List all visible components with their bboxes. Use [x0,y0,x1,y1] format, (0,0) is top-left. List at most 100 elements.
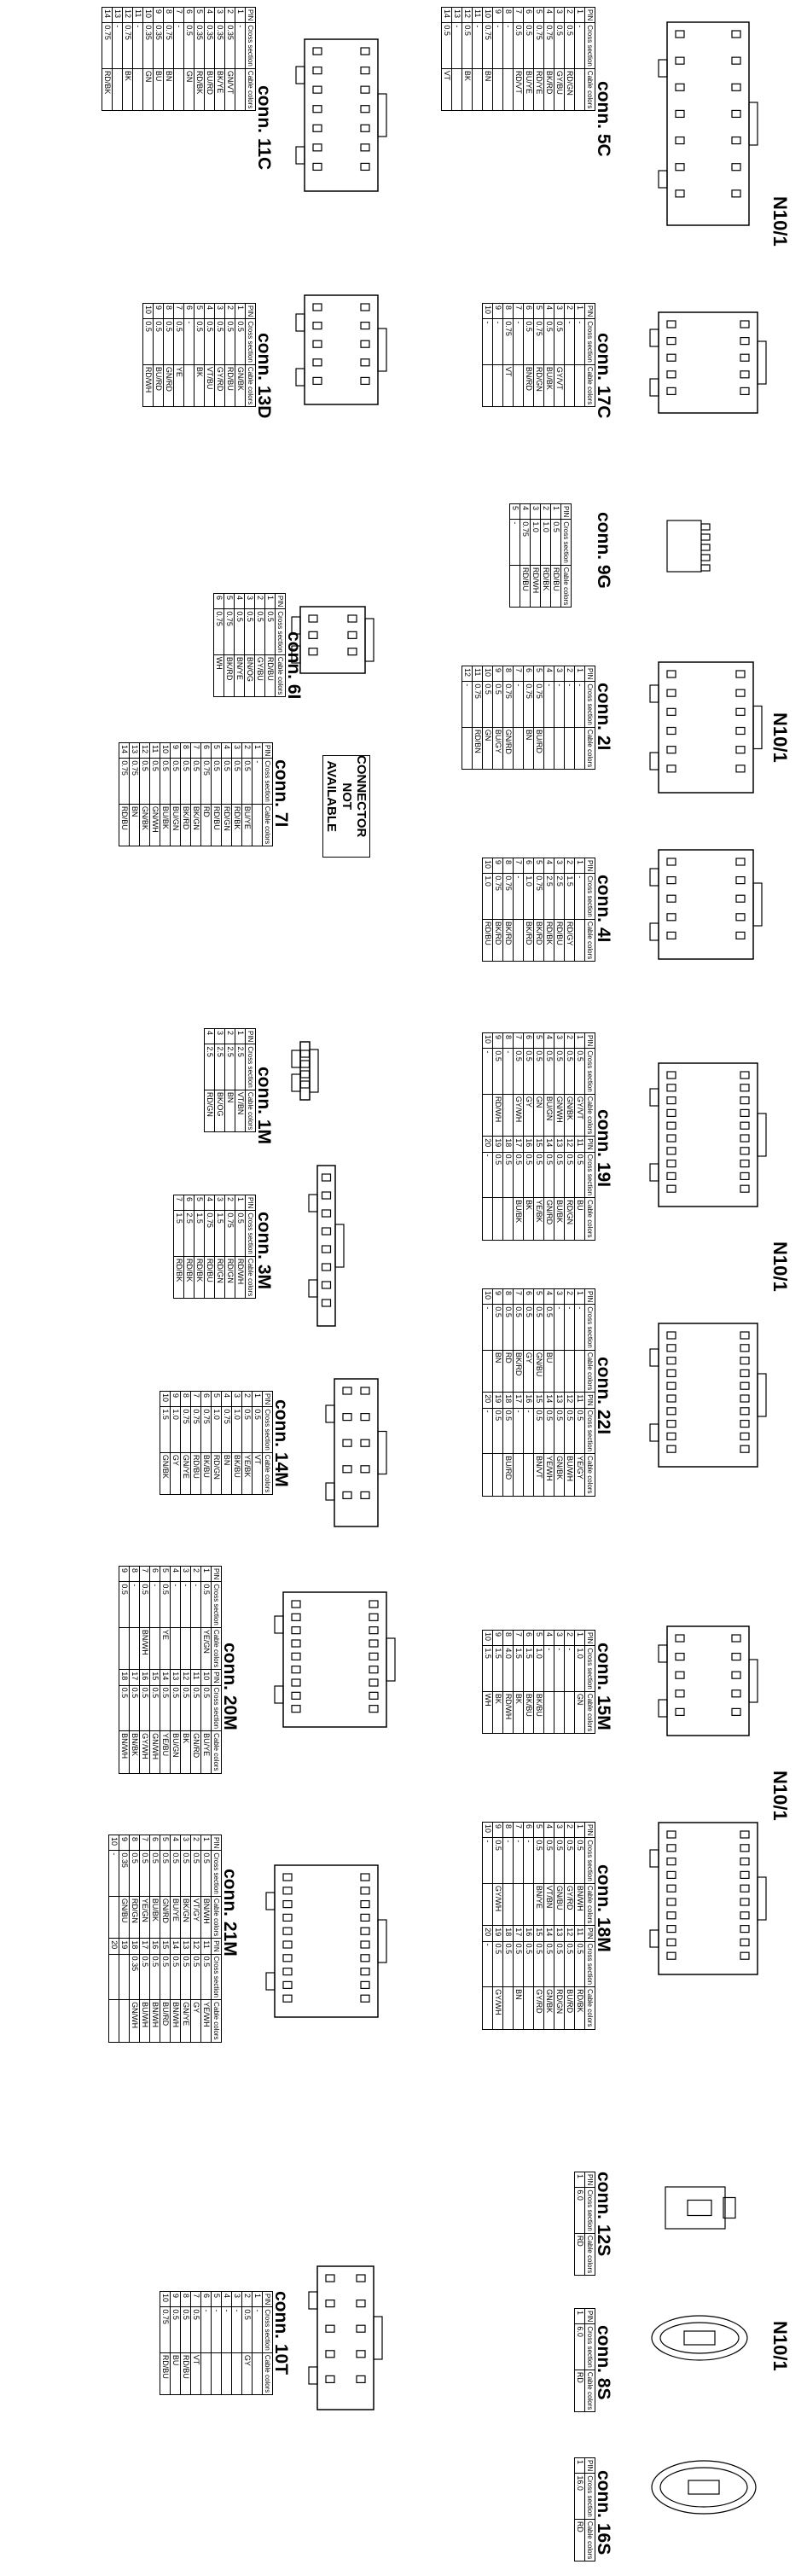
pin-table-cell: 8 [502,7,514,23]
pin-table-cell: 0.75 [200,758,212,805]
pin-table-cell: VT [190,2352,201,2395]
pin-table-cell: 0.75 [533,318,544,365]
table-row: 2- [564,666,575,770]
pin-table-cell: VT [441,68,452,111]
pin-table-cell: - [252,758,263,805]
pin-table-cell: 12 [180,1669,191,1686]
pin-table-cell: 0.5 [554,1152,565,1198]
pin-table-cell: BN/VT [533,1453,544,1497]
pin-table-cell: 20 [108,1938,119,1955]
pin-table-cell: 0.5 [149,758,160,805]
table-row: 2- [564,303,575,407]
pin-table-cell: 13 [170,1669,181,1686]
connector-title-18m: conn. 18M [594,1864,613,1952]
pin-table-cell: RD/GN [564,68,575,111]
pin-table-cell: 1 [252,2291,263,2307]
pin-table-cell: 17 [513,1136,524,1153]
pin-table-cell: BN [523,727,534,770]
pin-table-cell: RD/BK [540,565,551,608]
pin-table-cell: BK [122,68,133,111]
pin-table-cell: 14 [543,1925,554,1942]
pin-table-cell: 7 [513,666,524,682]
pin-table-cell: 3 [530,503,541,520]
pin-table-cell: RD/BK [231,804,242,846]
pin-table-cell: RD/BK [194,68,205,111]
connector-title-22i: conn. 22I [594,1357,613,1435]
pin-table-cell: 0.5 [564,1837,575,1884]
pin-table-cell: 0.5 [153,318,164,365]
pin-table-cell [574,1350,585,1393]
pin-table-cell: BN/WH [119,1730,130,1774]
pin-table-header-cell: Cable colors [584,1197,595,1241]
pin-table-header-cell: Cable colors [245,68,256,111]
pin-table-cell: 1.0 [540,519,551,566]
pin-table-cell: 15 [533,1392,544,1409]
pin-table-cell: BN [492,1350,503,1393]
pin-table-cell: 4.0 [502,1645,514,1692]
pin-table-cell: 0.5 [160,1685,171,1731]
pin-table-cell [502,1883,514,1926]
pin-table-cell: VT/BU [204,364,215,407]
table-row: 10-20- [482,1822,493,2030]
pin-table-cell: 0.5 [149,1850,160,1897]
pin-table-cell: 7 [139,1566,150,1582]
pin-table-cell: VT/BN [543,1883,554,1926]
pin-table-cell [129,1627,140,1670]
pin-table-cell [513,1453,524,1497]
pin-table-cell: 13 [180,1938,191,1955]
pin-table-cell: GN [533,1094,544,1137]
connector-title-17c: conn. 17C [594,333,613,419]
pin-table-cell: BU [574,1197,585,1241]
pin-table-cell: GY/WH [139,1730,150,1774]
pin-table-cell: - [574,681,585,728]
pin-table-cell: 0.5 [160,1850,171,1897]
table-row: 8- [502,7,514,111]
pin-table-cell: 1.0 [574,1645,585,1692]
pin-table-cell: GN/RD [502,727,514,770]
pin-table-cell: GN [574,1691,585,1734]
pin-table-cell: RD [574,2519,585,2561]
pin-table-cell: 14 [119,742,130,759]
connector-drawing-15m [658,1625,758,1736]
pin-table-cell: 6 [183,303,194,319]
pin-table-cell: YE/BK [241,1452,253,1495]
pin-table-cell: 9 [492,1288,503,1305]
pin-table-cell [252,804,263,846]
pin-table-cell: 0.35 [214,22,225,69]
pin-table-header-cell: Cable colors [584,364,595,407]
pin-table-header-cell: Cross section [560,519,572,566]
pin-table-cell: BK [492,1691,503,1734]
pin-table-cell: - [183,318,194,365]
pin-table-cell: YE [160,1627,171,1670]
pin-table-cell: RD/YE [533,68,544,111]
pin-table-header-cell: PIN [584,7,595,23]
pin-table-cell: 2 [564,7,575,23]
connector-title-2i: conn. 2I [594,683,613,751]
pin-table-cell: 1 [235,1195,246,1211]
connector-title-12s: conn. 12S [594,2172,613,2257]
pin-table-cell: 13 [554,1925,565,1942]
pin-table-cell: 6 [523,1630,534,1646]
pin-table-cell: 0.5 [574,1941,585,1987]
pin-table-cell: - [235,22,246,69]
table-row: 4- [221,2291,232,2395]
pin-table-cell [108,1954,119,2000]
pin-table-cell: GY/WH [492,1883,503,1926]
pin-table-cell: 1.0 [523,873,534,920]
pin-table-cell [509,565,520,608]
pin-table-cell: RD [200,804,212,846]
